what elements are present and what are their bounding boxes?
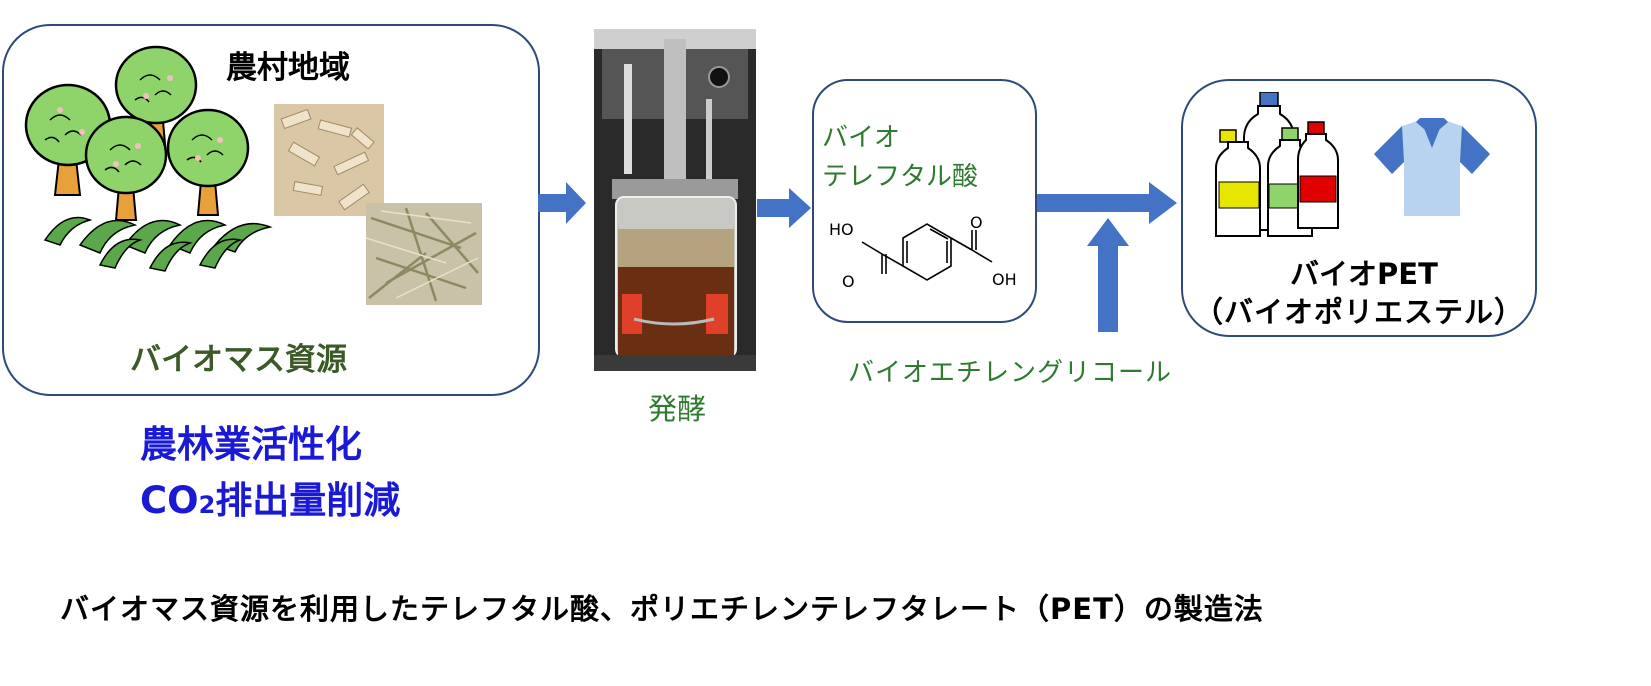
fermenter-photo <box>594 29 756 371</box>
molecule-o-label-left: O <box>842 272 855 291</box>
biomass-resource-label: バイオマス資源 <box>130 342 347 378</box>
ethylene-glycol-label: バイオエチレングリコール <box>848 358 1173 388</box>
pet-label-line2: （バイオポリエステル） <box>1194 295 1525 329</box>
wood-chips-photo <box>274 104 384 216</box>
terephthalic-structure <box>861 223 993 281</box>
benefit-co2-sub: 2 <box>198 491 216 519</box>
trees-illustration <box>24 45 273 272</box>
terephthalic-label-line1: バイオ <box>822 123 901 153</box>
shirt-illustration <box>1374 118 1490 216</box>
figure-caption: バイオマス資源を利用したテレフタル酸、ポリエチレンテレフタレート（PET）の製造… <box>60 592 1264 626</box>
arrow-to-fermentation <box>538 182 586 224</box>
benefit-co2: CO2排出量削減 <box>140 470 400 524</box>
region-label: 農村地域 <box>226 50 350 86</box>
terephthalic-box <box>812 79 1037 323</box>
benefit-agriculture: 農林業活性化 <box>140 423 362 466</box>
arrow-to-pet <box>1037 182 1177 224</box>
pet-label-line1: バイオPET <box>1290 257 1438 291</box>
benefit-co2-suffix: 排出量削減 <box>215 479 401 522</box>
terephthalic-label-line2: テレフタル酸 <box>822 162 979 192</box>
bottles-illustration <box>1215 92 1339 237</box>
arrow-to-terephthalic <box>757 188 811 228</box>
benefit-co2-prefix: CO <box>140 479 199 522</box>
molecule-oh-label: OH <box>992 270 1017 289</box>
fermentation-label: 発酵 <box>648 392 707 426</box>
molecule-o-label-right: O <box>970 213 983 232</box>
molecule-ho-label: HO <box>829 220 854 239</box>
arrow-from-ethylene-glycol <box>1087 218 1129 332</box>
straw-photo <box>366 203 482 305</box>
